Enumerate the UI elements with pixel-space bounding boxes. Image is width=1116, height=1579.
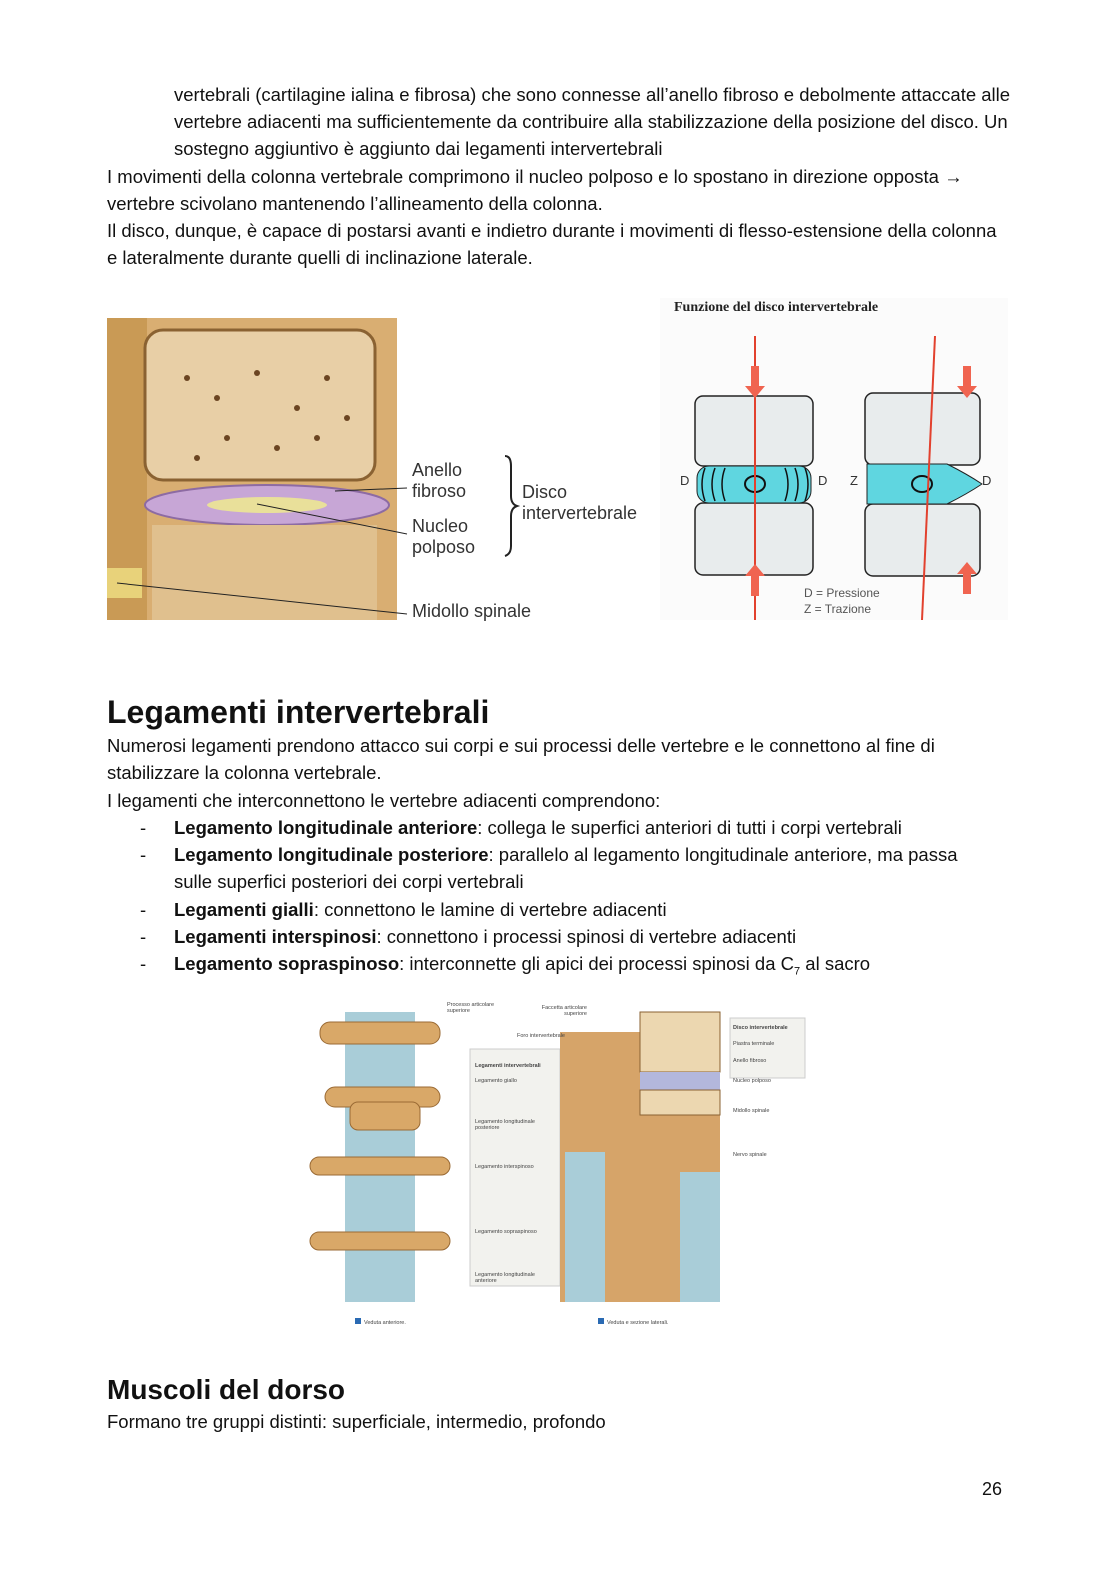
page-number: 26 xyxy=(982,1479,1003,1499)
list-item: -Legamento longitudinale posteriore: par… xyxy=(140,844,958,893)
label-midollo-spinale: Midollo spinale xyxy=(412,601,532,621)
label-d-right: D xyxy=(982,473,992,488)
legend-trazione: Z = Trazione xyxy=(804,602,872,616)
label-long-posteriore: Legamento longitudinale posteriore xyxy=(475,1119,535,1131)
label-disco-intervertebrale: Disco intervertebrale xyxy=(522,482,638,523)
paragraph-legamenti: Numerosi legamenti prendono attacco sui … xyxy=(107,735,935,784)
ligaments-illustration xyxy=(309,1011,806,1302)
intro-paragraph: vertebrali (cartilagine ialina e fibrosa… xyxy=(174,84,1011,160)
legend-pressione: D = Pressione xyxy=(804,586,880,600)
disc-function-diagram xyxy=(694,335,983,620)
label-interspinoso: Legamento interspinoso xyxy=(475,1164,534,1170)
label-disco: Disco intervertebrale xyxy=(733,1025,788,1031)
list-item: -Legamento longitudinale anteriore: coll… xyxy=(140,817,902,838)
label-d-left: D xyxy=(680,473,690,488)
label-long-anteriore: Legamento longitudinale anteriore xyxy=(475,1272,535,1284)
label-faccetta-articolare: Faccetta articolare superiore xyxy=(541,1005,587,1017)
label-midollo: Midollo spinale xyxy=(733,1108,770,1114)
label-piastra: Piastra terminale xyxy=(733,1041,775,1047)
paragraph-disc: Il disco, dunque, è capace di postarsi a… xyxy=(107,220,997,269)
caption-veduta-anteriore: Veduta anteriore. xyxy=(355,1318,406,1326)
label-processo-articolare: Processo articolare superiore xyxy=(447,1002,495,1014)
label-nucleo: Nucleo polposo xyxy=(733,1078,771,1084)
label-nucleo-polposo: Nucleo polposo xyxy=(412,516,476,557)
label-legamento-giallo: Legamento giallo xyxy=(475,1078,517,1084)
list-item: -Legamenti gialli: connettono le lamine … xyxy=(140,898,667,920)
heading-legamenti: Legamenti intervertebrali xyxy=(107,694,490,730)
disc-anatomy-figure: Anello fibroso Nucleo polposo Disco inte… xyxy=(107,318,652,621)
paragraph-legamenti-list-intro: I legamenti che interconnettono le verte… xyxy=(107,790,661,811)
ligament-list: -Legamento longitudinale anteriore: coll… xyxy=(107,814,997,986)
list-item: -Legamento sopraspinoso: interconnette g… xyxy=(140,953,871,978)
label-d-mid: D xyxy=(818,473,828,488)
label-nervo: Nervo spinale xyxy=(733,1152,767,1158)
label-z: Z xyxy=(850,473,858,488)
caption-veduta-laterale: Veduta e sezione laterali. xyxy=(598,1318,668,1326)
label-anello-fibroso: Anello fibroso xyxy=(412,460,467,501)
list-item: -Legamenti interspinosi: connettono i pr… xyxy=(140,925,797,947)
paragraph-muscoli: Formano tre gruppi distinti: superficial… xyxy=(107,1411,606,1432)
label-foro-intervertebrale: Foro intervertebrale xyxy=(517,1033,565,1039)
ligaments-figure: Processo articolare superiore Faccetta a… xyxy=(305,992,810,1330)
label-box-legamenti: Legamenti intervertebrali xyxy=(475,1063,541,1069)
label-sopraspinoso: Legamento sopraspinoso xyxy=(475,1229,537,1235)
disc-anatomy-illustration xyxy=(107,318,521,620)
heading-muscoli: Muscoli del dorso xyxy=(107,1374,346,1405)
figure-title: Funzione del disco intervertebrale xyxy=(674,300,879,315)
paragraph-movements: I movimenti della colonna vertebrale com… xyxy=(107,166,963,215)
disc-function-figure: Funzione del disco intervertebrale D D Z… xyxy=(660,298,1008,620)
label-anello: Anello fibroso xyxy=(733,1058,767,1064)
